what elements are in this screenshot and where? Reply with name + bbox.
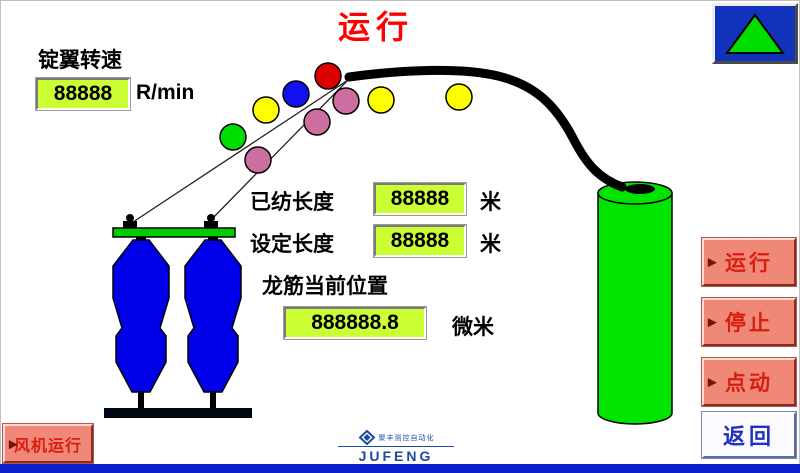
spindle-speed-unit: R/min (136, 81, 195, 104)
bobbin-left (112, 237, 170, 410)
bobbin-right (184, 237, 242, 410)
spun-length-unit: 米 (480, 191, 501, 214)
roller-pink-3 (332, 87, 360, 115)
roller-blue (282, 80, 310, 108)
run-button-marker-icon: ▶ (708, 256, 717, 269)
roller-yellow-3 (445, 83, 473, 111)
set-length-unit: 米 (480, 233, 501, 256)
back-button-label: 返回 (722, 424, 775, 449)
thread-lines (129, 79, 349, 225)
back-button[interactable]: 返回 (702, 412, 796, 458)
collection-cylinder (597, 181, 673, 425)
run-button-label: 运行 (725, 252, 773, 275)
delivery-tube (344, 65, 627, 192)
rail-position-value: 888888.8 (284, 307, 426, 339)
roller-pink-2 (303, 108, 331, 136)
stop-button-label: 停止 (725, 312, 773, 335)
set-length-value: 88888 (374, 225, 466, 257)
roller-green (219, 123, 247, 151)
spun-length-value: 88888 (374, 183, 466, 215)
fan-run-button[interactable]: ▶ 风机运行 (3, 424, 93, 463)
roller-yellow-2 (367, 86, 395, 114)
roller-pink-1 (244, 146, 272, 174)
fan-button-label: 风机运行 (13, 437, 82, 455)
page-up-button[interactable] (712, 3, 798, 64)
logo-brand: JUFENG (338, 446, 454, 464)
guide-rollers (219, 62, 473, 174)
set-length-label: 设定长度 (250, 233, 334, 256)
jufeng-logo-icon (358, 430, 375, 445)
run-button[interactable]: ▶ 运行 (702, 238, 796, 286)
bobbin-base (104, 408, 252, 418)
stop-button[interactable]: ▶ 停止 (702, 298, 796, 346)
spindle-speed-label: 锭翼转速 (38, 49, 122, 72)
roller-red (314, 62, 342, 90)
fan-button-marker-icon: ▶ (9, 438, 18, 450)
bottom-bar (0, 464, 800, 473)
spindle-speed-value: 88888 (36, 78, 130, 110)
roller-yellow-1 (252, 96, 280, 124)
jog-button-label: 点动 (725, 372, 773, 395)
jog-button[interactable]: ▶ 点动 (702, 358, 796, 406)
rail-position-unit: 微米 (452, 316, 494, 339)
jog-button-marker-icon: ▶ (708, 376, 717, 389)
page-title: 运行 (337, 9, 414, 45)
vendor-logo: 聚丰测控自动化 JUFENG (338, 430, 454, 464)
stop-button-marker-icon: ▶ (708, 316, 717, 329)
logo-tagline: 聚丰测控自动化 (378, 434, 435, 442)
up-arrow-icon (725, 12, 785, 54)
creel-bar (112, 214, 236, 238)
spun-length-label: 已纺长度 (250, 191, 334, 214)
rail-position-label: 龙筋当前位置 (262, 275, 388, 298)
